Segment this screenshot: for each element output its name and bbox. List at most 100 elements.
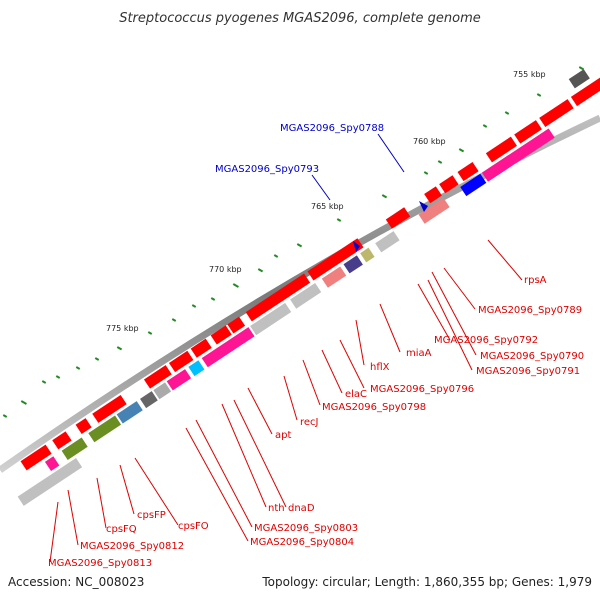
feature-label: recJ [300, 417, 319, 428]
gc-tick [381, 194, 388, 199]
cds-feature [343, 255, 363, 274]
leader-line [377, 133, 405, 173]
gc-tick [232, 283, 239, 288]
cds-feature [250, 302, 292, 336]
gc-tick [94, 357, 100, 361]
ruler-tick-label: 770 kbp [209, 265, 242, 274]
cds-feature [61, 437, 88, 460]
cds-feature [424, 186, 442, 204]
cds-feature [210, 325, 232, 345]
leader-line [67, 489, 79, 546]
leader-line [321, 349, 343, 394]
gc-tick [210, 297, 216, 301]
ruler-tick-label: 760 kbp [413, 137, 446, 146]
leader-line [247, 387, 273, 435]
ruler-tick-label: 765 kbp [311, 202, 344, 211]
leader-line [427, 279, 473, 371]
gc-tick [20, 400, 27, 405]
cds-feature [385, 207, 411, 229]
gc-tick [458, 148, 465, 153]
feature-label: miaA [406, 348, 432, 359]
gc-tick [75, 366, 81, 370]
leader-line [339, 339, 365, 389]
gc-tick [273, 254, 279, 258]
ruler-tick-label: 755 kbp [513, 70, 546, 79]
cds-feature [460, 173, 487, 197]
cds-feature [375, 231, 400, 253]
blue-feature-marker [419, 201, 428, 212]
feature-label: MGAS2096_Spy0813 [48, 558, 152, 569]
cds-feature [457, 162, 479, 182]
cds-feature [116, 401, 143, 424]
leader-line [49, 501, 59, 563]
feature-label: MGAS2096_Spy0788 [280, 123, 384, 134]
ruler-tick-label: 775 kbp [106, 324, 139, 333]
gc-tick [257, 268, 264, 273]
feature-label: cpsFP [137, 510, 166, 521]
ruler: 755 kbp 760 kbp 765 kbp 770 kbp 775 kbp [106, 70, 546, 333]
gc-tick [482, 124, 488, 128]
gc-tick [41, 380, 47, 384]
cds-feature [245, 273, 311, 322]
red-labels: rpsA MGAS2096_Spy0789 MGAS2096_Spy0790 M… [48, 275, 584, 569]
cds-feature [188, 360, 205, 377]
cds-feature [143, 365, 172, 389]
leader-line [355, 319, 365, 366]
cds-feature [485, 136, 517, 163]
leader-line [431, 271, 477, 356]
cds-feature [92, 394, 127, 423]
feature-label: MGAS2096_Spy0790 [480, 351, 584, 362]
feature-label: cpsFO [178, 521, 209, 532]
leader-line [221, 403, 267, 508]
leader-line [302, 359, 321, 406]
leader-line [134, 457, 179, 526]
cds-feature [190, 338, 212, 358]
gc-tick [116, 346, 123, 351]
leader-line [233, 399, 287, 508]
cds-feature [140, 391, 158, 409]
leader-line [417, 283, 451, 341]
rna-feature [44, 456, 60, 472]
gc-tick [191, 304, 197, 308]
gc-tick [171, 318, 177, 322]
feature-label: nth [268, 503, 285, 514]
map-title: Streptococcus pyogenes MGAS2096, complet… [119, 11, 481, 26]
gc-tick [2, 414, 8, 418]
cds-feature [514, 120, 542, 144]
feature-label: MGAS2096_Spy0804 [250, 537, 354, 548]
rna-feature [166, 369, 192, 391]
feature-label: MGAS2096_Spy0789 [478, 305, 582, 316]
cds-feature [52, 431, 72, 450]
leader-line [195, 419, 253, 528]
gc-tick [437, 160, 443, 164]
rna-feature [201, 327, 255, 368]
feature-label: MGAS2096_Spy0812 [80, 541, 184, 552]
leader-line [119, 464, 135, 515]
cds-feature [17, 458, 83, 506]
gc-content-ring [2, 66, 585, 418]
cds-feature [20, 444, 52, 471]
leader-line [185, 427, 249, 542]
gc-tick [423, 171, 429, 175]
gc-tick [578, 66, 585, 71]
feature-label: MGAS2096_Spy0796 [370, 384, 474, 395]
feature-label: MGAS2096_Spy0803 [254, 523, 358, 534]
cds-feature [439, 175, 459, 194]
forward-strand-features [17, 69, 600, 506]
cds-feature [539, 99, 574, 128]
genome-summary: Topology: circular; Length: 1,860,355 bp… [261, 575, 592, 589]
feature-label: apt [275, 430, 291, 441]
cds-feature [418, 198, 450, 224]
gc-tick [296, 243, 303, 248]
feature-label: cpsFQ [106, 524, 137, 535]
gc-tick [336, 218, 342, 222]
gc-tick [504, 111, 510, 115]
cds-feature [568, 69, 590, 89]
cds-feature [570, 74, 600, 107]
cds-feature [227, 316, 246, 334]
gc-tick [536, 93, 542, 97]
cds-feature [88, 415, 122, 443]
feature-label: MGAS2096_Spy0791 [476, 366, 580, 377]
feature-label: MGAS2096_Spy0792 [434, 335, 538, 346]
